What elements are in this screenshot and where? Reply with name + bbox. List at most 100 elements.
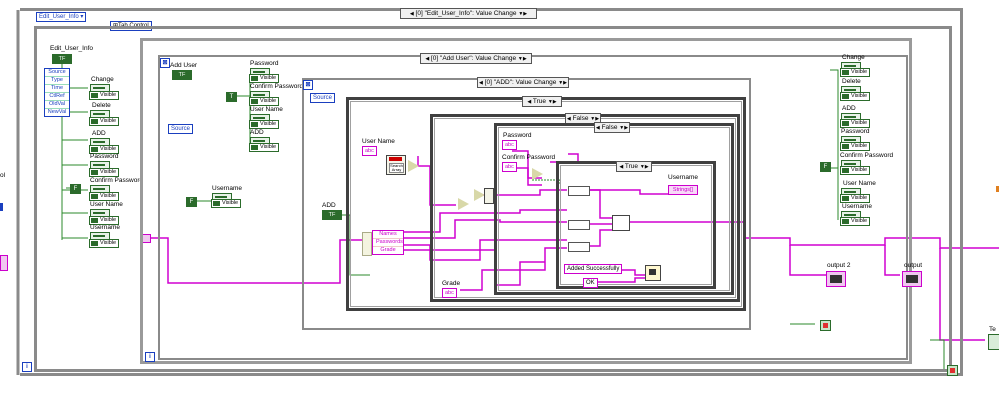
password-label: Password bbox=[503, 132, 532, 139]
rp-visible-password[interactable]: Visible bbox=[840, 142, 871, 151]
add-event-marker: ⊠ bbox=[303, 80, 313, 90]
prop-label-change: Change bbox=[91, 76, 114, 83]
prop-visible-delete[interactable]: Visible bbox=[89, 117, 120, 126]
strings-indicator: Strings[] bbox=[668, 185, 698, 195]
outer-event-selector[interactable]: ◀ [0] "Edit_User_Info": Value Change ▼▶ bbox=[400, 8, 537, 19]
output2-grid-icon bbox=[830, 275, 842, 283]
au-prop-label-add: ADD bbox=[250, 129, 264, 136]
rp-label-confirm: Confirm Password bbox=[840, 152, 894, 159]
add-user-while-loop bbox=[140, 38, 912, 364]
user-name-control[interactable]: abc bbox=[362, 146, 377, 156]
left-edge-blue-mark bbox=[0, 203, 3, 211]
add-button-terminal[interactable]: TF bbox=[322, 210, 342, 220]
prop-label-username: Username bbox=[90, 224, 120, 231]
rp-visible-username[interactable]: Visible bbox=[840, 217, 871, 226]
edit-user-info-label: Edit_User_Info bbox=[50, 45, 93, 52]
rp-visible-confirm[interactable]: Visible bbox=[840, 166, 871, 175]
output-indicator bbox=[902, 271, 922, 287]
rp-label-user-name: User Name bbox=[843, 180, 876, 187]
prop-label-confirm-password: Confirm Password bbox=[90, 177, 144, 184]
unbundle-cluster-icon bbox=[362, 232, 372, 256]
add-user-event-structure bbox=[158, 55, 908, 360]
prop-visible-confirm-password[interactable]: Visible bbox=[89, 192, 120, 201]
add-user-source-node[interactable]: Source bbox=[168, 124, 194, 134]
au-prop-visible-password[interactable]: Visible bbox=[249, 74, 280, 83]
au-false-constant[interactable]: F bbox=[186, 197, 197, 207]
rp-label-username: Username bbox=[842, 203, 872, 210]
false-constant-left[interactable]: F bbox=[70, 184, 81, 194]
case-true-inner-selector[interactable]: ◀ True ▼▶ bbox=[616, 161, 652, 172]
search-fn-header bbox=[389, 157, 402, 161]
stop-terminal-1 bbox=[820, 320, 831, 331]
au-prop-label-password: Password bbox=[250, 60, 279, 67]
add-event-source-node[interactable]: Source bbox=[310, 93, 336, 103]
au-username-visible[interactable]: Visible bbox=[211, 199, 242, 208]
add-user-label: Add User bbox=[170, 62, 198, 69]
case-true-selector[interactable]: ◀ True ▼▶ bbox=[522, 96, 562, 107]
edit-user-info-terminal[interactable]: TF bbox=[52, 54, 72, 64]
event-data-node[interactable]: Source Type Time CtlRef OldVal NewVal bbox=[44, 68, 70, 117]
unbundle-node[interactable]: Names Passwords Grade bbox=[372, 230, 404, 255]
rp-label-add: ADD bbox=[842, 105, 856, 112]
confirm-password-label: Confirm Password bbox=[502, 154, 556, 161]
rp-label-change: Change bbox=[842, 54, 865, 61]
equal-node bbox=[532, 168, 543, 180]
dialog-icon bbox=[649, 269, 656, 275]
search-fn-body: Search Array bbox=[389, 163, 404, 173]
rp-visible-change[interactable]: Visible bbox=[840, 68, 871, 77]
grade-label: Grade bbox=[442, 280, 461, 287]
build-array-3 bbox=[568, 242, 590, 252]
add-user-terminal[interactable]: TF bbox=[172, 70, 192, 80]
compare-node-2 bbox=[458, 198, 469, 210]
added-successfully-const: Added Successfully bbox=[564, 264, 623, 274]
te-label: Te bbox=[989, 326, 996, 333]
rp-visible-add[interactable]: Visible bbox=[840, 119, 871, 128]
output-label: output bbox=[904, 262, 923, 269]
outer-iteration-terminal: i bbox=[22, 362, 32, 372]
case-false-2-selector[interactable]: ◀ False ▼▶ bbox=[594, 122, 630, 133]
au-prop-visible-add[interactable]: Visible bbox=[249, 143, 280, 152]
grade-control[interactable]: abc bbox=[442, 288, 457, 298]
password-control[interactable]: abc bbox=[502, 140, 517, 150]
rp-visible-user-name[interactable]: Visible bbox=[840, 194, 871, 203]
true-constant[interactable]: T bbox=[226, 92, 237, 102]
rp-visible-delete[interactable]: Visible bbox=[840, 92, 871, 101]
edit-user-info-ref[interactable]: Edit_User_Info ▾ bbox=[36, 12, 87, 22]
au-prop-visible-confirm[interactable]: Visible bbox=[249, 97, 280, 106]
au-prop-label-confirm: Confirm Password bbox=[250, 83, 304, 90]
confirm-password-control[interactable]: abc bbox=[502, 162, 517, 172]
add-button-label: ADD bbox=[322, 202, 336, 209]
prop-visible-user-name[interactable]: Visible bbox=[89, 216, 120, 225]
edit-user-event-structure bbox=[34, 26, 952, 372]
user-name-label: User Name bbox=[362, 138, 395, 145]
prop-visible-add[interactable]: Visible bbox=[89, 145, 120, 154]
and-node bbox=[484, 188, 494, 204]
output2-indicator bbox=[826, 271, 846, 287]
compare-node-3 bbox=[474, 189, 485, 201]
username-indicator-label: Username bbox=[668, 174, 698, 181]
au-prop-visible-user-name[interactable]: Visible bbox=[249, 120, 280, 129]
au-prop-label-user-name: User Name bbox=[250, 106, 283, 113]
left-edge-fragment: ol bbox=[0, 172, 6, 179]
prop-label-user-name: User Name bbox=[90, 201, 123, 208]
rp-false-constant[interactable]: F bbox=[820, 162, 831, 172]
add-event-selector[interactable]: ◀ [0] "ADD": Value Change ▼▶ bbox=[477, 77, 569, 88]
output-grid-icon bbox=[906, 275, 918, 283]
au-username-label: Username bbox=[212, 185, 242, 192]
right-edge-orange-mark bbox=[996, 186, 999, 192]
add-user-iteration-terminal: i bbox=[145, 352, 155, 362]
message-dialog-node[interactable] bbox=[645, 265, 661, 281]
stop-terminal-2 bbox=[947, 365, 958, 376]
build-array-1 bbox=[568, 186, 590, 196]
prop-visible-password[interactable]: Visible bbox=[89, 168, 120, 177]
add-user-event-selector[interactable]: ◀ [0] "Add User": Value Change ▼▶ bbox=[420, 53, 532, 64]
search-array-fn[interactable]: Search Array bbox=[386, 155, 406, 175]
rp-label-password: Password bbox=[841, 128, 870, 135]
prop-label-password: Password bbox=[90, 153, 119, 160]
build-array-2 bbox=[568, 220, 590, 230]
prop-visible-change[interactable]: Visible bbox=[89, 91, 120, 100]
compare-node-1 bbox=[408, 160, 419, 172]
te-indicator bbox=[988, 334, 999, 350]
prop-label-delete: Delete bbox=[92, 102, 111, 109]
prop-visible-username[interactable]: Visible bbox=[89, 239, 120, 248]
